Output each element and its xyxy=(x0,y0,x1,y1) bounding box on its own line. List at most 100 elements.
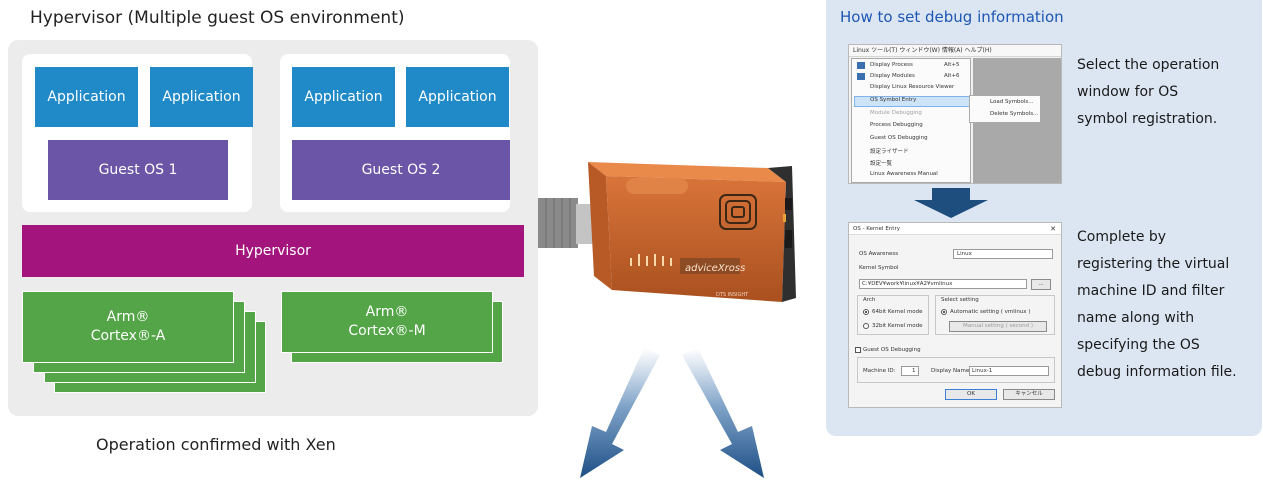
os-awareness-select xyxy=(953,249,1053,259)
core-name: Cortex®-M xyxy=(348,323,426,339)
application-block: Application xyxy=(406,67,509,127)
step2-line: name along with xyxy=(1077,310,1195,326)
guest-os-2-block: Guest OS 2 xyxy=(292,140,510,200)
step2-line: specifying the OS xyxy=(1077,337,1200,353)
guest-os-1-block: Guest OS 1 xyxy=(48,140,228,200)
menu-item: 設定一覧 xyxy=(870,161,893,167)
step1-line: window for OS xyxy=(1077,84,1179,100)
os-awareness-value: Linux xyxy=(957,251,972,257)
step2-line: machine ID and filter xyxy=(1077,283,1225,299)
select-option-automatic: Automatic setting ( vmlinux ) xyxy=(950,309,1031,315)
usb-port xyxy=(785,198,792,210)
side-led xyxy=(783,214,786,222)
cortex-a-core-stack: Arm® Cortex®-A xyxy=(22,291,272,403)
step1-line: symbol registration. xyxy=(1077,111,1218,127)
core-name: Cortex®-A xyxy=(90,328,166,344)
menu-item: 設定ライザード xyxy=(870,149,909,155)
menu-shortcut: Alt+6 xyxy=(944,73,960,79)
debugger-body: adviceXross DTS INSIGHT xyxy=(588,162,796,302)
menu-item: Display Linux Resource Viewer xyxy=(870,84,955,90)
cortex-m-core-stack: Arm® Cortex®-M xyxy=(281,291,521,373)
dialog-titlebar xyxy=(849,223,1061,235)
arch-label: Arch xyxy=(863,297,876,303)
close-icon: ✕ xyxy=(1050,225,1056,233)
checkbox-icon xyxy=(857,73,865,80)
core-layer xyxy=(281,291,493,353)
menu-shortcut: Alt+5 xyxy=(944,62,960,68)
guest-environment-2: Application Application Guest OS 2 xyxy=(280,54,510,212)
menu-item: Guest OS Debugging xyxy=(870,135,928,141)
os-awareness-label: OS Awareness xyxy=(859,251,899,257)
vent-pattern xyxy=(719,194,757,230)
device-grip-slot xyxy=(626,178,688,194)
machine-id-label: Machine ID: xyxy=(863,368,896,374)
dialog-title: OS - Kernel Entry xyxy=(853,226,900,232)
arrow-left xyxy=(580,348,660,478)
display-name-label: Display Name xyxy=(931,368,970,374)
brand-plate xyxy=(680,258,740,274)
kernel-symbol-value: C:¥DEV¥work¥linux¥A2¥vmlinux xyxy=(862,281,953,287)
cable-connector xyxy=(538,198,578,248)
menu-item-os-symbol-entry: OS Symbol Entry xyxy=(870,97,917,103)
linux-menu: Display Process Alt+5 Display Modules Al… xyxy=(851,58,971,183)
step2-line: debug information file. xyxy=(1077,364,1237,380)
menu-item: Display Process xyxy=(870,62,913,68)
menu-screenshot: Linux ツール(T) ウィンドウ(W) 情報(A) ヘルプ(H) Displ… xyxy=(848,44,1062,184)
display-name-field xyxy=(969,366,1049,376)
submenu-item-delete-symbols: Delete Symbols... xyxy=(990,111,1039,117)
cortex-a-label: Arm® Cortex®-A xyxy=(22,291,234,363)
menu-item: Process Debugging xyxy=(870,122,923,128)
device-brand-label: adviceXross xyxy=(685,263,745,274)
checkbox-icon xyxy=(857,62,865,69)
step1-description: Select the operation window for OS symbo… xyxy=(1077,52,1257,133)
machine-id-field xyxy=(901,366,919,376)
lan-port xyxy=(785,230,792,248)
select-setting-group xyxy=(935,295,1055,335)
cancel-button: キャンセル xyxy=(1003,389,1055,400)
core-brand: Arm® xyxy=(106,309,150,325)
application-block: Application xyxy=(35,67,138,127)
debugger-device-illustration: adviceXross DTS INSIGHT xyxy=(538,162,796,478)
guest-environment-1: Application Application Guest OS 1 xyxy=(22,54,253,212)
hypervisor-layer: Hypervisor xyxy=(22,225,524,277)
arch-option-32bit: 32bit Kernel mode xyxy=(872,323,923,329)
menubar: Linux ツール(T) ウィンドウ(W) 情報(A) ヘルプ(H) xyxy=(849,45,1061,57)
arch-option-64bit: 64bit Kernel mode xyxy=(872,309,923,315)
kernel-symbol-field xyxy=(859,279,1027,289)
radio-automatic xyxy=(941,309,947,315)
diagram-title: Hypervisor (Multiple guest OS environmen… xyxy=(30,8,405,28)
step2-line: Complete by xyxy=(1077,229,1167,245)
menu-item: Linux Awareness Manual xyxy=(870,171,938,177)
device-top-edge xyxy=(588,162,786,182)
arch-group xyxy=(857,295,929,335)
select-setting-label: Select setting xyxy=(941,297,979,303)
step2-description: Complete by registering the virtual mach… xyxy=(1077,224,1257,386)
split-arrows xyxy=(580,348,764,478)
display-name-value: Linux-1 xyxy=(972,368,993,374)
core-layer xyxy=(22,291,234,363)
ok-button: OK xyxy=(945,389,997,400)
browse-button: ... xyxy=(1031,279,1051,290)
menu-item: Display Modules xyxy=(870,73,915,79)
guest-debugging-label: Guest OS Debugging xyxy=(863,347,921,353)
cortex-m-label: Arm® Cortex®-M xyxy=(281,291,493,353)
application-block: Application xyxy=(292,67,395,127)
menu-item: Module Debugging xyxy=(870,110,922,116)
guest-debugging-checkbox xyxy=(855,347,861,353)
step2-line: registering the virtual xyxy=(1077,256,1230,272)
kernel-symbol-label: Kernel Symbol xyxy=(859,265,899,271)
os-symbol-submenu: Load Symbols... Delete Symbols... xyxy=(969,95,1041,123)
step1-line: Select the operation xyxy=(1077,57,1220,73)
machine-id-value: 1 xyxy=(912,368,916,374)
arrow-right xyxy=(682,348,764,478)
radio-64bit xyxy=(863,309,869,315)
submenu-item-load-symbols: Load Symbols... xyxy=(990,99,1034,105)
guest-debugging-group xyxy=(857,357,1055,383)
kernel-entry-dialog-screenshot: OS - Kernel Entry ✕ OS Awareness Linux K… xyxy=(848,222,1062,408)
device-left-side xyxy=(588,162,612,290)
status-leds xyxy=(630,254,672,266)
device-maker-label: DTS INSIGHT xyxy=(716,292,749,298)
application-block: Application xyxy=(150,67,253,127)
device-front-face xyxy=(606,176,786,302)
xen-confirmation-note: Operation confirmed with Xen xyxy=(96,435,336,454)
